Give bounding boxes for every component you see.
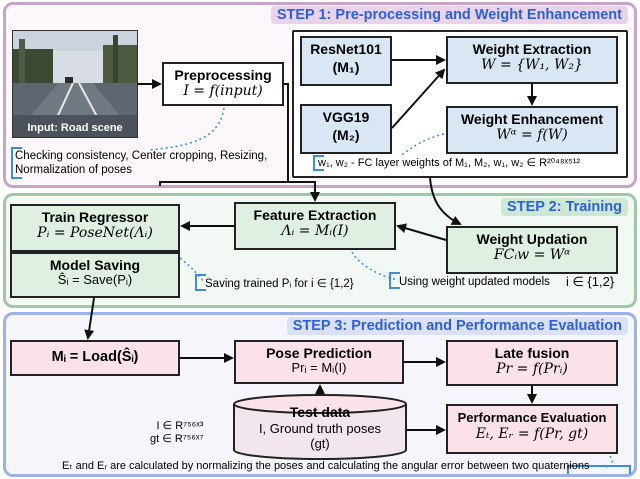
road-scene-caption: Input: Road scene xyxy=(27,122,123,134)
arrow-updation-to-feature xyxy=(396,223,447,241)
test-data-label: Test data I, Ground truth poses (gt) xyxy=(234,404,406,452)
feature-extraction-title: Feature Extraction xyxy=(253,207,377,223)
preprocessing-title: Preprocessing xyxy=(174,67,272,83)
callout-performance xyxy=(605,455,613,469)
weight-extraction-formula: W = {W₁, W₂} xyxy=(481,57,583,74)
preprocessing-box: Preprocessing I = f(input) xyxy=(162,62,284,106)
weight-extraction-title: Weight Extraction xyxy=(472,41,592,57)
updated-models-note: Using weight updated models xyxy=(399,276,550,288)
late-fusion-title: Late fusion xyxy=(494,345,570,361)
pose-prediction-title: Pose Prediction xyxy=(266,345,372,361)
arrow-models-to-updation xyxy=(429,177,462,225)
weight-enhancement-formula: Wᵅ = f(W) xyxy=(496,127,568,144)
callout-saving xyxy=(179,257,205,283)
test-data-line2: (gt) xyxy=(310,436,330,452)
callout-weights xyxy=(399,133,445,157)
test-data-title: Test data xyxy=(289,404,351,420)
load-box: Mᵢ = Load(Ŝᵢ) xyxy=(10,340,180,376)
train-regressor-title: Train Regressor xyxy=(41,209,149,225)
dims-note: I ∈ R⁷⁵⁶ˣ³ gt ∈ R⁷⁵⁶ˣ⁷ xyxy=(150,420,203,446)
dim-i: I ∈ R⁷⁵⁶ˣ³ xyxy=(156,420,204,432)
arrow-preprocessing-to-feature xyxy=(159,83,320,202)
resnet-name: ResNet101 xyxy=(310,41,382,57)
weight-enhancement-box: Weight Enhancement Wᵅ = f(W) xyxy=(446,106,618,154)
late-fusion-box: Late fusion Pr = f(Prᵢ) xyxy=(446,340,618,386)
load-title: Mᵢ = Load(Ŝᵢ) xyxy=(51,349,139,365)
weight-extraction-box: Weight Extraction W = {W₁, W₂} xyxy=(446,36,618,84)
train-regressor-formula: Pᵢ = PoseNet(Λᵢ) xyxy=(37,225,153,242)
preprocessing-note: Checking consistency, Center cropping, R… xyxy=(15,150,267,178)
weight-updation-box: Weight Updation FCᵢw = Wᵅ xyxy=(446,226,618,274)
preprocessing-note-line1: Checking consistency, Center cropping, R… xyxy=(15,150,268,162)
arrow-saving-to-load xyxy=(84,297,95,340)
performance-formula: Eₜ, Eᵣ = f(Pr, gt) xyxy=(475,425,589,442)
resnet-box: ResNet101 (M₁) xyxy=(300,36,392,86)
step3-title: STEP 3: Prediction and Performance Evalu… xyxy=(286,317,628,335)
feature-extraction-formula: Λᵢ = Mᵢ(I) xyxy=(281,223,349,240)
late-fusion-formula: Pr = f(Prᵢ) xyxy=(496,361,568,378)
vgg-box: VGG19 (M₂) xyxy=(300,104,392,154)
weight-enhancement-title: Weight Enhancement xyxy=(460,111,604,127)
road-scene-image: Input: Road scene xyxy=(12,30,138,138)
model-saving-title: Model Saving xyxy=(49,257,141,273)
performance-title: Performance Evaluation xyxy=(457,410,607,425)
i-set-label: i ∈ {1,2} xyxy=(566,274,615,289)
dim-gt: gt ∈ R⁷⁵⁶ˣ⁷ xyxy=(150,433,204,446)
model-saving-formula: Ŝᵢ = Save(Pᵢ) xyxy=(57,272,133,288)
performance-evaluation-box: Performance Evaluation Eₜ, Eᵣ = f(Pr, gt… xyxy=(446,404,618,454)
arrow-vgg-to-extraction xyxy=(391,68,446,129)
model-saving-box: Model Saving Ŝᵢ = Save(Pᵢ) xyxy=(10,252,180,298)
vgg-model: (M₂) xyxy=(332,127,360,144)
pose-prediction-box: Pose Prediction Prᵢ = Mᵢ(I) xyxy=(234,340,404,384)
footnote: Eₜ and Eᵣ are calculated by normalizing … xyxy=(62,460,590,472)
step2-title: STEP 2: Training xyxy=(501,198,628,216)
saving-note: Saving trained Pᵢ for i ∈ {1,2} xyxy=(205,278,354,290)
weight-updation-title: Weight Updation xyxy=(476,231,588,247)
test-data-line1: I, Ground truth poses xyxy=(258,420,382,436)
feature-extraction-box: Feature Extraction Λᵢ = Mᵢ(I) xyxy=(234,202,396,250)
weights-note: w₁, w₂ - FC layer weights of M₁, M₂, w₁,… xyxy=(318,157,581,169)
callout-preprocessing xyxy=(147,107,225,151)
weight-updation-formula: FCᵢw = Wᵅ xyxy=(493,247,571,264)
resnet-model: (M₁) xyxy=(332,59,360,76)
train-regressor-box: Train Regressor Pᵢ = PoseNet(Λᵢ) xyxy=(10,204,180,252)
vgg-name: VGG19 xyxy=(322,109,370,125)
callout-updated xyxy=(351,251,399,281)
preprocessing-formula: I = f(input) xyxy=(183,83,263,100)
preprocessing-note-line2: Normalization of poses xyxy=(15,163,132,176)
step1-title: STEP 1: Pre-processing and Weight Enhanc… xyxy=(270,6,628,24)
pose-prediction-formula: Prᵢ = Mᵢ(I) xyxy=(291,360,347,376)
